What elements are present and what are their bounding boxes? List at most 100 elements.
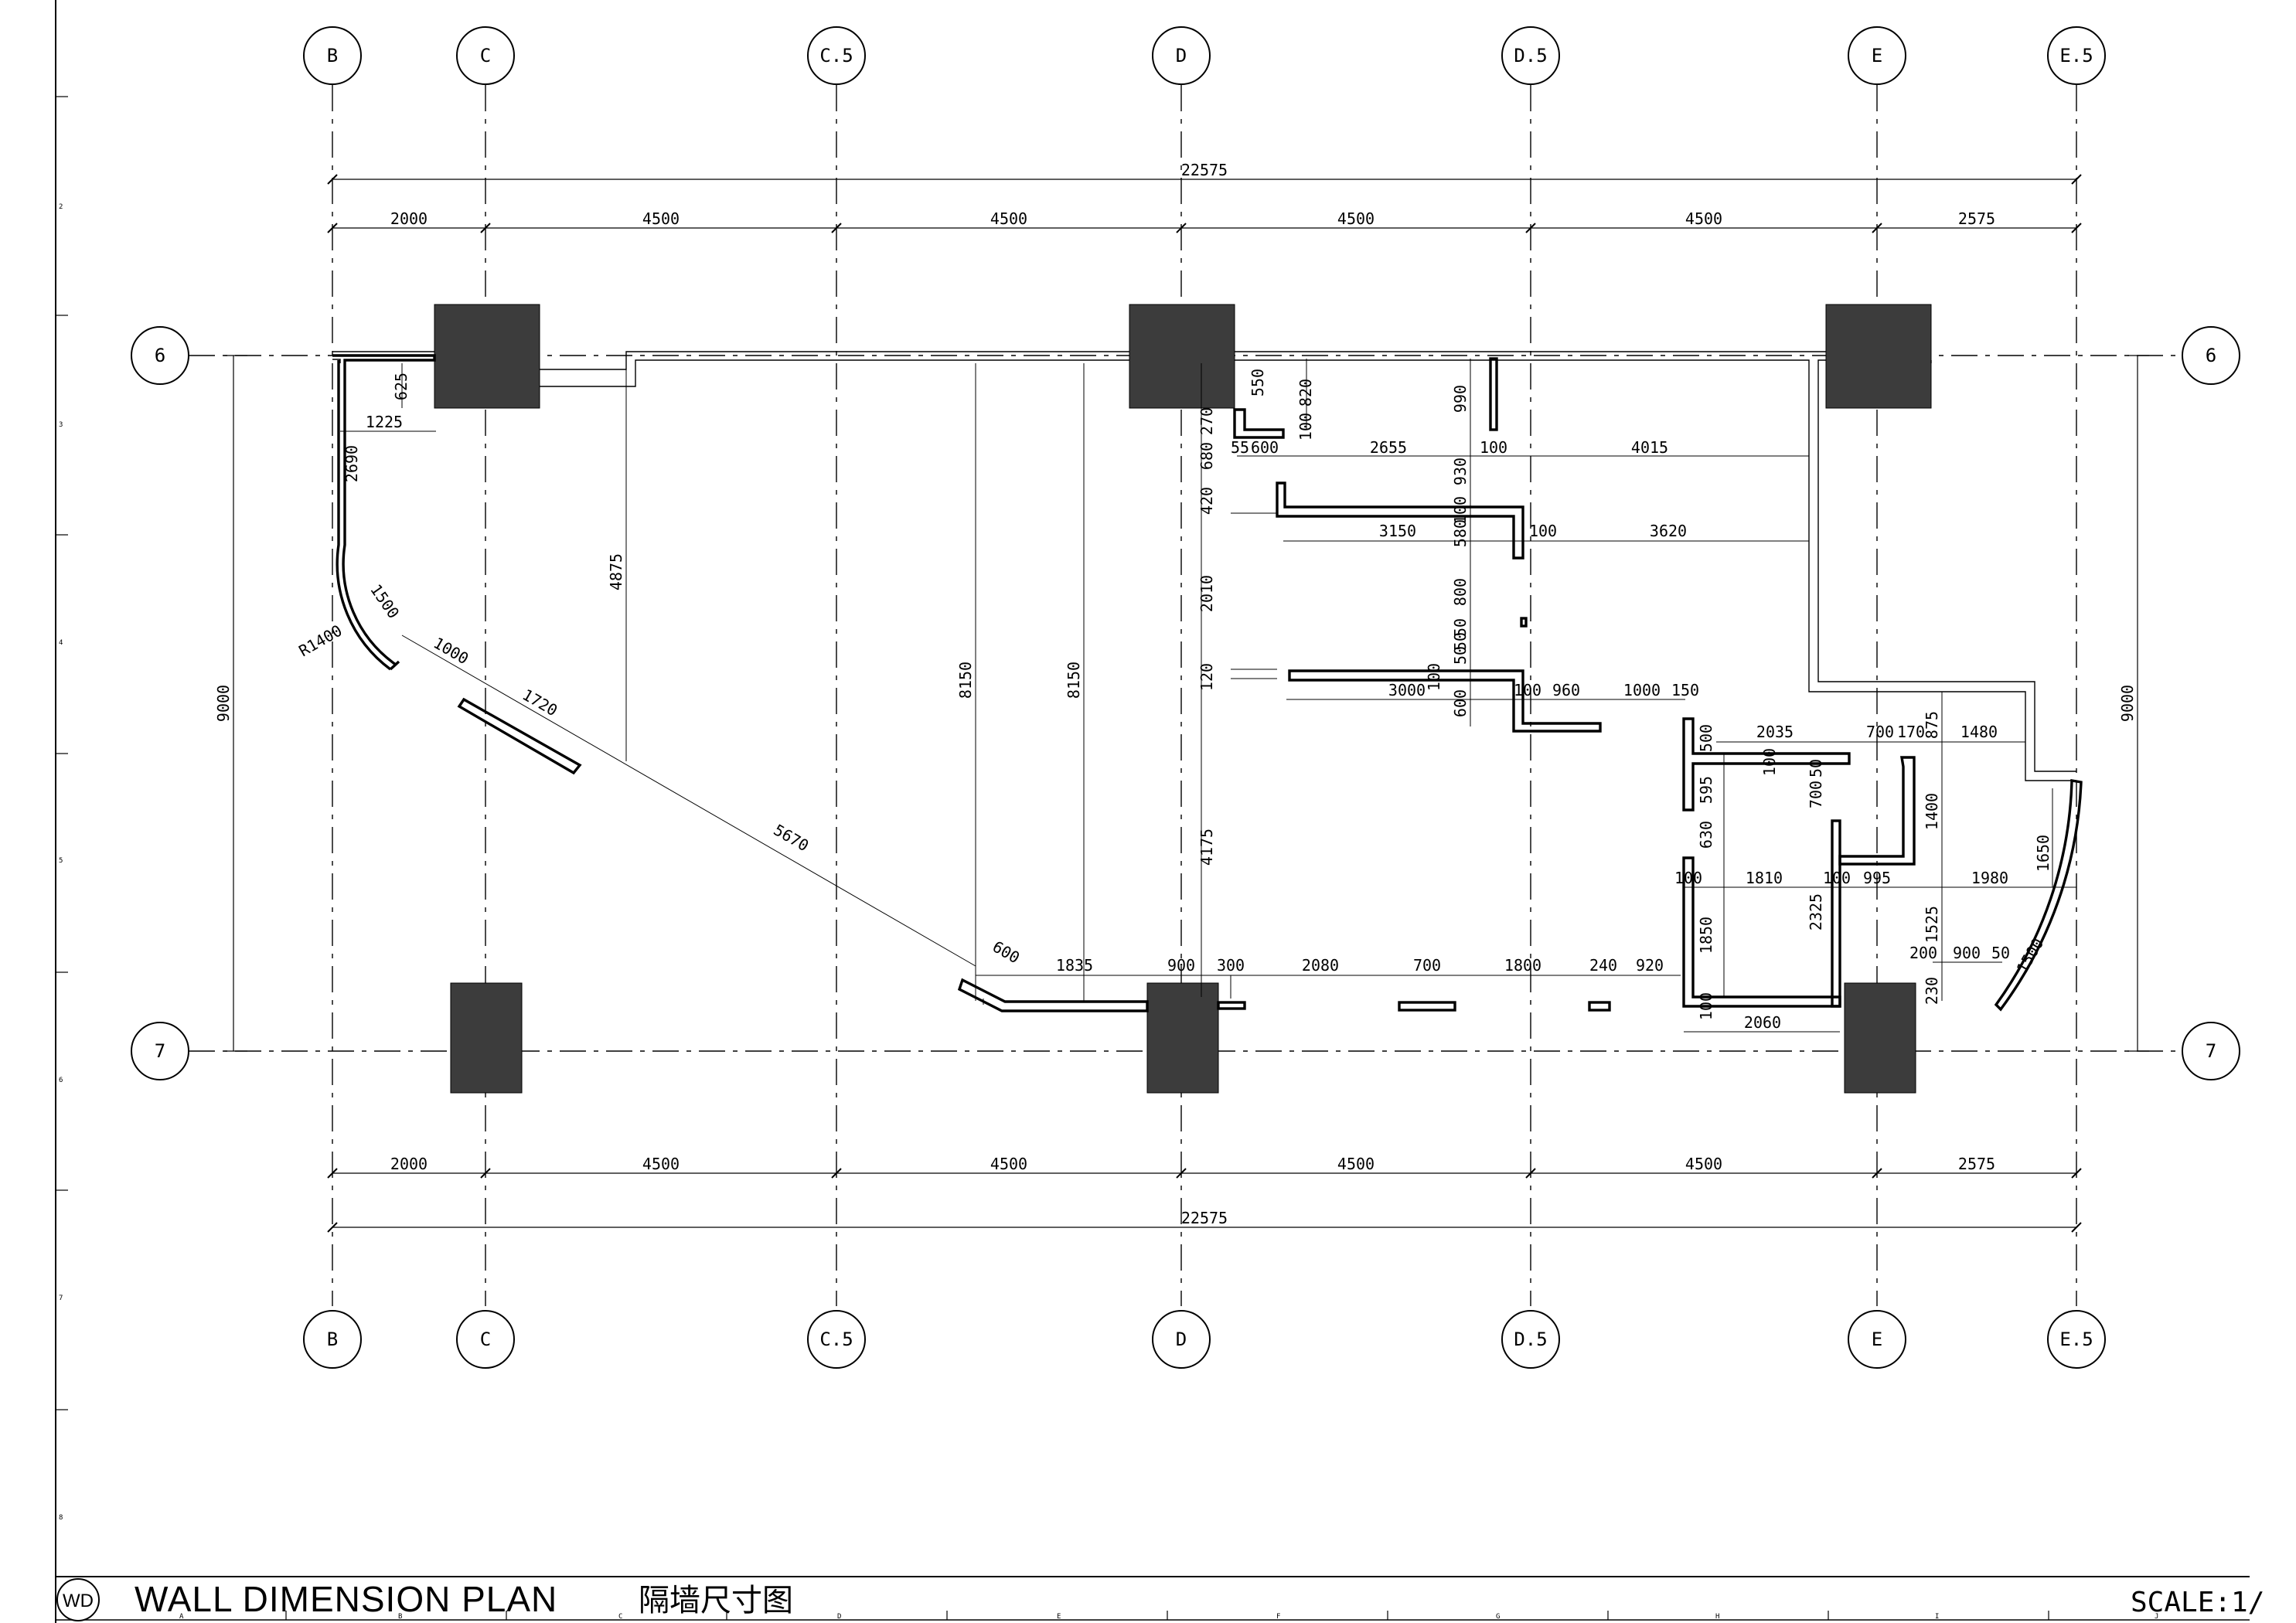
dim-960: 960 <box>1552 681 1580 699</box>
wall-l-shape-2 <box>1288 669 1602 733</box>
border-label-h: H <box>1715 1613 1719 1621</box>
wall-vertical-short <box>1489 357 1498 431</box>
dim-1810: 1810 <box>1746 869 1783 887</box>
column-c7 <box>450 982 523 1094</box>
dim-1000-right: 1000 <box>1623 681 1661 699</box>
wall-stub-1 <box>1217 1001 1246 1010</box>
boundary-outline <box>332 351 2076 781</box>
bottom-border-tick-labels: A B C D E F G H I J <box>179 1613 2158 1621</box>
dim-270: 270 <box>1197 407 1216 435</box>
dim-700-bottom: 700 <box>1413 956 1441 975</box>
dim-920: 920 <box>1636 956 1664 975</box>
drawing-title-en: WALL DIMENSION PLAN <box>135 1579 557 1619</box>
dim-170: 170 <box>1897 723 1925 741</box>
structural-columns <box>434 304 1932 1094</box>
bottom-border-ticks <box>285 1611 2049 1620</box>
dim-3000: 3000 <box>1388 681 1426 699</box>
dim-600-bottom: 600 <box>990 937 1023 968</box>
dim-bay-top-2: 4500 <box>642 209 680 228</box>
dim-3620: 3620 <box>1650 522 1687 540</box>
dim-900-bottom: 900 <box>1167 956 1195 975</box>
dim-630: 630 <box>1697 821 1715 849</box>
wall-stub-3 <box>1588 1001 1611 1012</box>
wall-left-curved-outer <box>332 354 436 666</box>
grid-bubble-b-top <box>303 26 362 85</box>
wall-l-shape-1 <box>1276 481 1524 560</box>
dim-4175: 4175 <box>1197 829 1216 866</box>
dim-100-j: 100 <box>1697 992 1715 1020</box>
dim-50-a: 50 <box>1451 632 1470 651</box>
dim-2060: 2060 <box>1744 1013 1781 1032</box>
grid-label-7-right: 7 <box>2206 1040 2216 1062</box>
dim-930: 930 <box>1451 458 1470 485</box>
internal-dimension-lines <box>340 359 2076 1033</box>
dim-bay-top-4: 4500 <box>1337 209 1375 228</box>
dim-1225: 1225 <box>366 413 403 431</box>
wall-marker <box>1520 617 1528 628</box>
border-label-5: 5 <box>59 857 63 865</box>
grid-bubble-c-top <box>456 26 515 85</box>
border-label-i: I <box>1935 1613 1939 1621</box>
border-label-7: 7 <box>59 1295 63 1302</box>
left-border-ticks <box>56 96 68 1410</box>
border-label-f: F <box>1276 1613 1280 1621</box>
grid-bubbles-rows: 6 6 7 7 <box>131 326 2240 1080</box>
internal-dimension-labels: 625 1225 2690 R1400 1500 1000 1720 5670 … <box>295 369 2052 1032</box>
border-label-g: G <box>1496 1613 1500 1621</box>
dim-5670: 5670 <box>771 821 812 856</box>
dim-2035: 2035 <box>1756 723 1794 741</box>
dim-4015: 4015 <box>1631 438 1668 457</box>
grid-label-e-top: E <box>1872 45 1882 66</box>
border-label-a: A <box>179 1613 184 1621</box>
dim-990: 990 <box>1451 385 1470 413</box>
wall-room-top-left <box>1682 717 1851 812</box>
dim-1835: 1835 <box>1056 956 1093 975</box>
grid-bubble-d5-bottom <box>1501 1310 1560 1369</box>
dim-bay-top-1: 2000 <box>390 209 428 228</box>
dim-625: 625 <box>392 373 410 400</box>
dim-bay-bottom-2: 4500 <box>642 1155 680 1173</box>
grid-bubble-e5-top <box>2047 26 2106 85</box>
dim-bay-bottom-6: 2575 <box>1958 1155 1995 1173</box>
drawing-title-cn: 隔墙尺寸图 <box>639 1583 793 1618</box>
grid-label-6-left: 6 <box>155 345 165 366</box>
dim-100-b: 100 <box>1480 438 1507 457</box>
border-label-j: J <box>2155 1613 2158 1621</box>
grid-label-c5-bottom: C.5 <box>819 1329 853 1350</box>
column-d7 <box>1146 982 1219 1094</box>
sheet-frame <box>55 0 2250 1623</box>
dim-240: 240 <box>1589 956 1617 975</box>
border-label-2: 2 <box>59 203 63 211</box>
border-label-3: 3 <box>59 421 63 429</box>
dim-1980: 1980 <box>1971 869 2008 887</box>
grid-bubble-e-bottom <box>1848 1310 1906 1369</box>
dim-300: 300 <box>1217 956 1245 975</box>
bottom-dimension-chain: 2000 4500 4500 4500 4500 2575 22575 <box>327 1155 2082 1233</box>
grid-label-e5-top: E.5 <box>2059 45 2093 66</box>
column-d6 <box>1129 304 1235 409</box>
drawing-scale: SCALE:1/ <box>2131 1587 2264 1618</box>
grid-bubble-d5-top <box>1501 26 1560 85</box>
dim-8150-a: 8150 <box>956 662 975 699</box>
dim-bay-bottom-5: 4500 <box>1685 1155 1722 1173</box>
dim-1850: 1850 <box>1697 917 1715 954</box>
dim-100-g: 100 <box>1760 748 1779 776</box>
dim-1525: 1525 <box>1923 906 1941 943</box>
left-border-tick-labels: 2 3 4 5 6 7 8 <box>59 203 63 1522</box>
dim-680: 680 <box>1197 442 1216 470</box>
dim-100-a: 100 <box>1296 413 1315 441</box>
dim-2010: 2010 <box>1197 575 1216 612</box>
dim-1400: 1400 <box>1923 793 1941 830</box>
dim-100-e: 100 <box>1425 663 1443 691</box>
grid-bubble-c5-top <box>807 26 866 85</box>
column-e6 <box>1825 304 1932 409</box>
border-label-c: C <box>618 1613 622 1621</box>
grid-label-7-left: 7 <box>155 1040 165 1062</box>
grid-bubble-c-bottom <box>456 1310 515 1369</box>
grid-bubble-6-left <box>131 326 189 385</box>
dim-50-c: 50 <box>1451 646 1470 665</box>
dim-2080: 2080 <box>1302 956 1339 975</box>
dim-50-b: 50 <box>1451 618 1470 637</box>
border-label-e: E <box>1057 1613 1061 1621</box>
dim-600-vert: 600 <box>1451 689 1470 717</box>
